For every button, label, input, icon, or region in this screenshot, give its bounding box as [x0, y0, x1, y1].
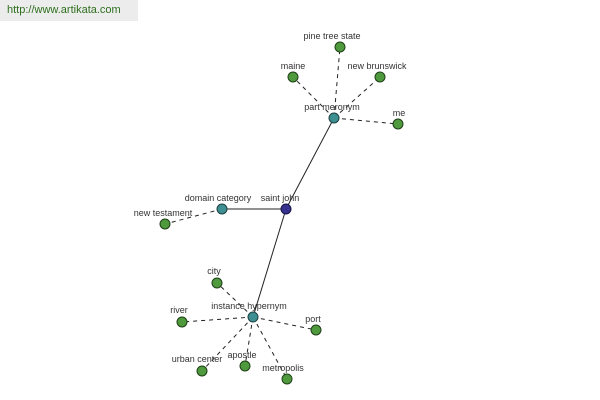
label-instance-hypernym: instance hypernym	[211, 301, 287, 311]
label-new-testament: new testament	[134, 208, 193, 218]
node-me[interactable]	[392, 118, 404, 130]
label-me: me	[393, 108, 406, 118]
node-pine-tree-state[interactable]	[334, 41, 346, 53]
site-url-link[interactable]: http://www.artikata.com	[0, 0, 138, 21]
node-domain-category[interactable]	[216, 203, 228, 215]
node-instance-hypernym[interactable]	[247, 311, 259, 323]
edge-instance-hypernym-metropolis	[252, 316, 288, 380]
node-part-meronym[interactable]	[328, 112, 340, 124]
edge-saint-john-instance-hypernym	[252, 208, 287, 318]
label-saint-john: saint john	[261, 193, 300, 203]
edge-instance-hypernym-river	[181, 316, 254, 323]
label-pine-tree-state: pine tree state	[303, 31, 360, 41]
label-new-brunswick: new brunswick	[347, 61, 407, 71]
edge-part-meronym-new-brunswick	[333, 76, 381, 119]
node-saint-john[interactable]	[280, 203, 292, 215]
label-part-meronym: part meronym	[304, 102, 360, 112]
edge-saint-john-part-meronym	[285, 117, 335, 210]
label-river: river	[170, 305, 188, 315]
node-port[interactable]	[310, 324, 322, 336]
edge-instance-hypernym-apostle	[244, 316, 254, 367]
edge-instance-hypernym-city	[216, 282, 254, 318]
edge-instance-hypernym-port	[252, 316, 317, 331]
label-urban-center: urban center	[172, 354, 223, 364]
label-maine: maine	[281, 61, 306, 71]
label-port: port	[305, 314, 321, 324]
edge-part-meronym-maine	[292, 76, 335, 119]
node-metropolis[interactable]	[281, 373, 293, 385]
node-apostle[interactable]	[239, 360, 251, 372]
node-urban-center[interactable]	[196, 365, 208, 377]
node-new-brunswick[interactable]	[374, 71, 386, 83]
label-domain-category: domain category	[185, 193, 252, 203]
node-river[interactable]	[176, 316, 188, 328]
edge-part-meronym-pine-tree-state	[333, 46, 341, 119]
label-apostle: apostle	[227, 350, 256, 360]
label-metropolis: metropolis	[262, 363, 304, 373]
label-city: city	[207, 266, 221, 276]
node-maine[interactable]	[287, 71, 299, 83]
edge-part-meronym-me	[333, 117, 399, 125]
edge-domain-category-new-testament	[164, 208, 223, 225]
node-city[interactable]	[211, 277, 223, 289]
node-new-testament[interactable]	[159, 218, 171, 230]
